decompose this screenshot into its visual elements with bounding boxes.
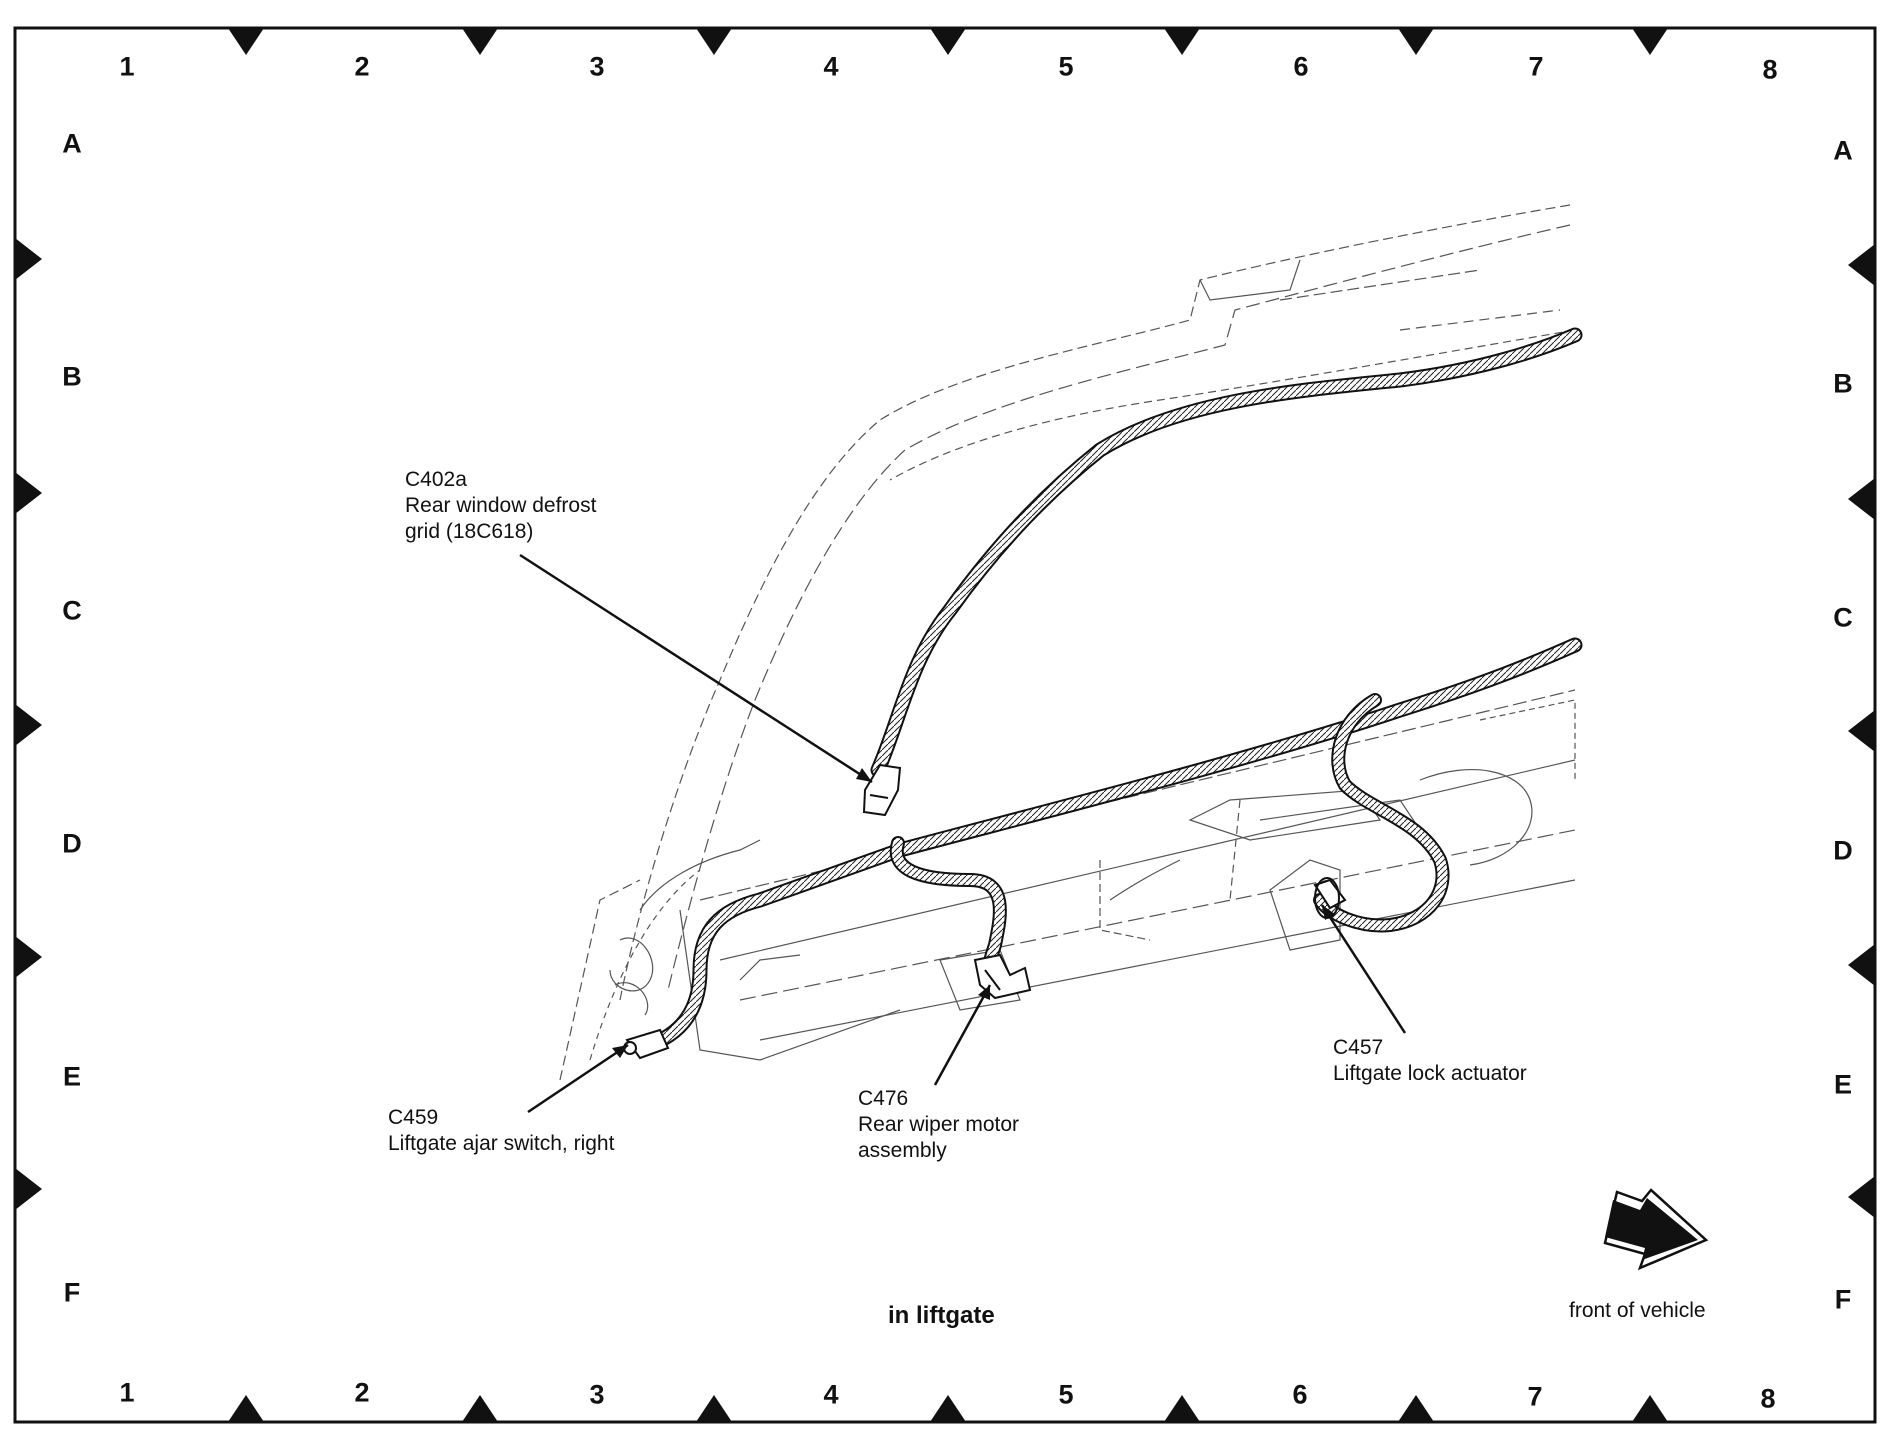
column-label-bottom: 4 — [823, 1379, 839, 1410]
row-label-right: B — [1833, 368, 1853, 399]
callout-code: C476 — [858, 1087, 909, 1110]
connector-c459 — [623, 1028, 670, 1060]
column-label-top: 5 — [1058, 51, 1074, 82]
column-label-top: 7 — [1528, 51, 1544, 82]
callout-c459: C459 Liftgate ajar switch, right — [388, 1105, 614, 1157]
column-label-bottom: 1 — [119, 1377, 135, 1408]
column-label-top: 6 — [1293, 51, 1309, 82]
callout-description: Rear wiper motor — [858, 1113, 1020, 1136]
column-label-top: 8 — [1762, 54, 1778, 85]
callout-code: C457 — [1333, 1036, 1384, 1059]
front-of-vehicle-label: front of vehicle — [1569, 1299, 1706, 1322]
column-label-top: 1 — [119, 51, 135, 82]
callout-c476: C476 Rear wiper motor assembly — [858, 1086, 1019, 1164]
column-label-bottom: 2 — [354, 1377, 370, 1408]
page-frame — [13, 26, 1877, 1424]
leader-arrowheads — [612, 768, 1335, 1058]
callout-description: Liftgate ajar switch, right — [388, 1132, 615, 1155]
column-label-bottom: 3 — [589, 1379, 605, 1410]
column-label-top: 3 — [589, 51, 605, 82]
row-label-left: A — [62, 128, 82, 159]
diagram-caption: in liftgate — [888, 1302, 995, 1329]
callout-c457: C457 Liftgate lock actuator — [1333, 1035, 1527, 1087]
column-label-top: 4 — [823, 51, 839, 82]
row-label-right: F — [1834, 1284, 1852, 1315]
column-label-bottom: 5 — [1058, 1379, 1074, 1410]
row-label-left: D — [62, 828, 82, 859]
vehicle-body-outline — [559, 204, 1576, 1081]
column-label-bottom: 8 — [1760, 1383, 1776, 1414]
arrow-icon — [1603, 1188, 1709, 1271]
callout-description: grid (18C618) — [405, 520, 534, 543]
row-label-right: D — [1833, 835, 1853, 866]
callout-description: Rear window defrost — [405, 494, 597, 517]
row-label-left: E — [62, 1061, 82, 1092]
row-label-right: C — [1833, 602, 1853, 633]
callout-code: C402a — [405, 468, 467, 491]
row-label-left: C — [62, 595, 82, 626]
callout-description: Liftgate lock actuator — [1333, 1062, 1527, 1085]
leader-lines — [519, 553, 1407, 1114]
row-label-right: E — [1833, 1069, 1853, 1100]
connector-c402a — [862, 763, 902, 817]
column-label-bottom: 6 — [1292, 1379, 1308, 1410]
row-label-left: B — [62, 361, 82, 392]
row-label-left: F — [63, 1277, 81, 1308]
column-label-bottom: 7 — [1527, 1381, 1543, 1412]
callout-description: assembly — [858, 1139, 947, 1162]
column-label-top: 2 — [354, 51, 370, 82]
callout-c402a: C402a Rear window defrost grid (18C618) — [405, 467, 596, 545]
row-label-right: A — [1833, 135, 1853, 166]
border-markers — [15, 28, 1875, 1422]
callout-code: C459 — [388, 1106, 439, 1129]
